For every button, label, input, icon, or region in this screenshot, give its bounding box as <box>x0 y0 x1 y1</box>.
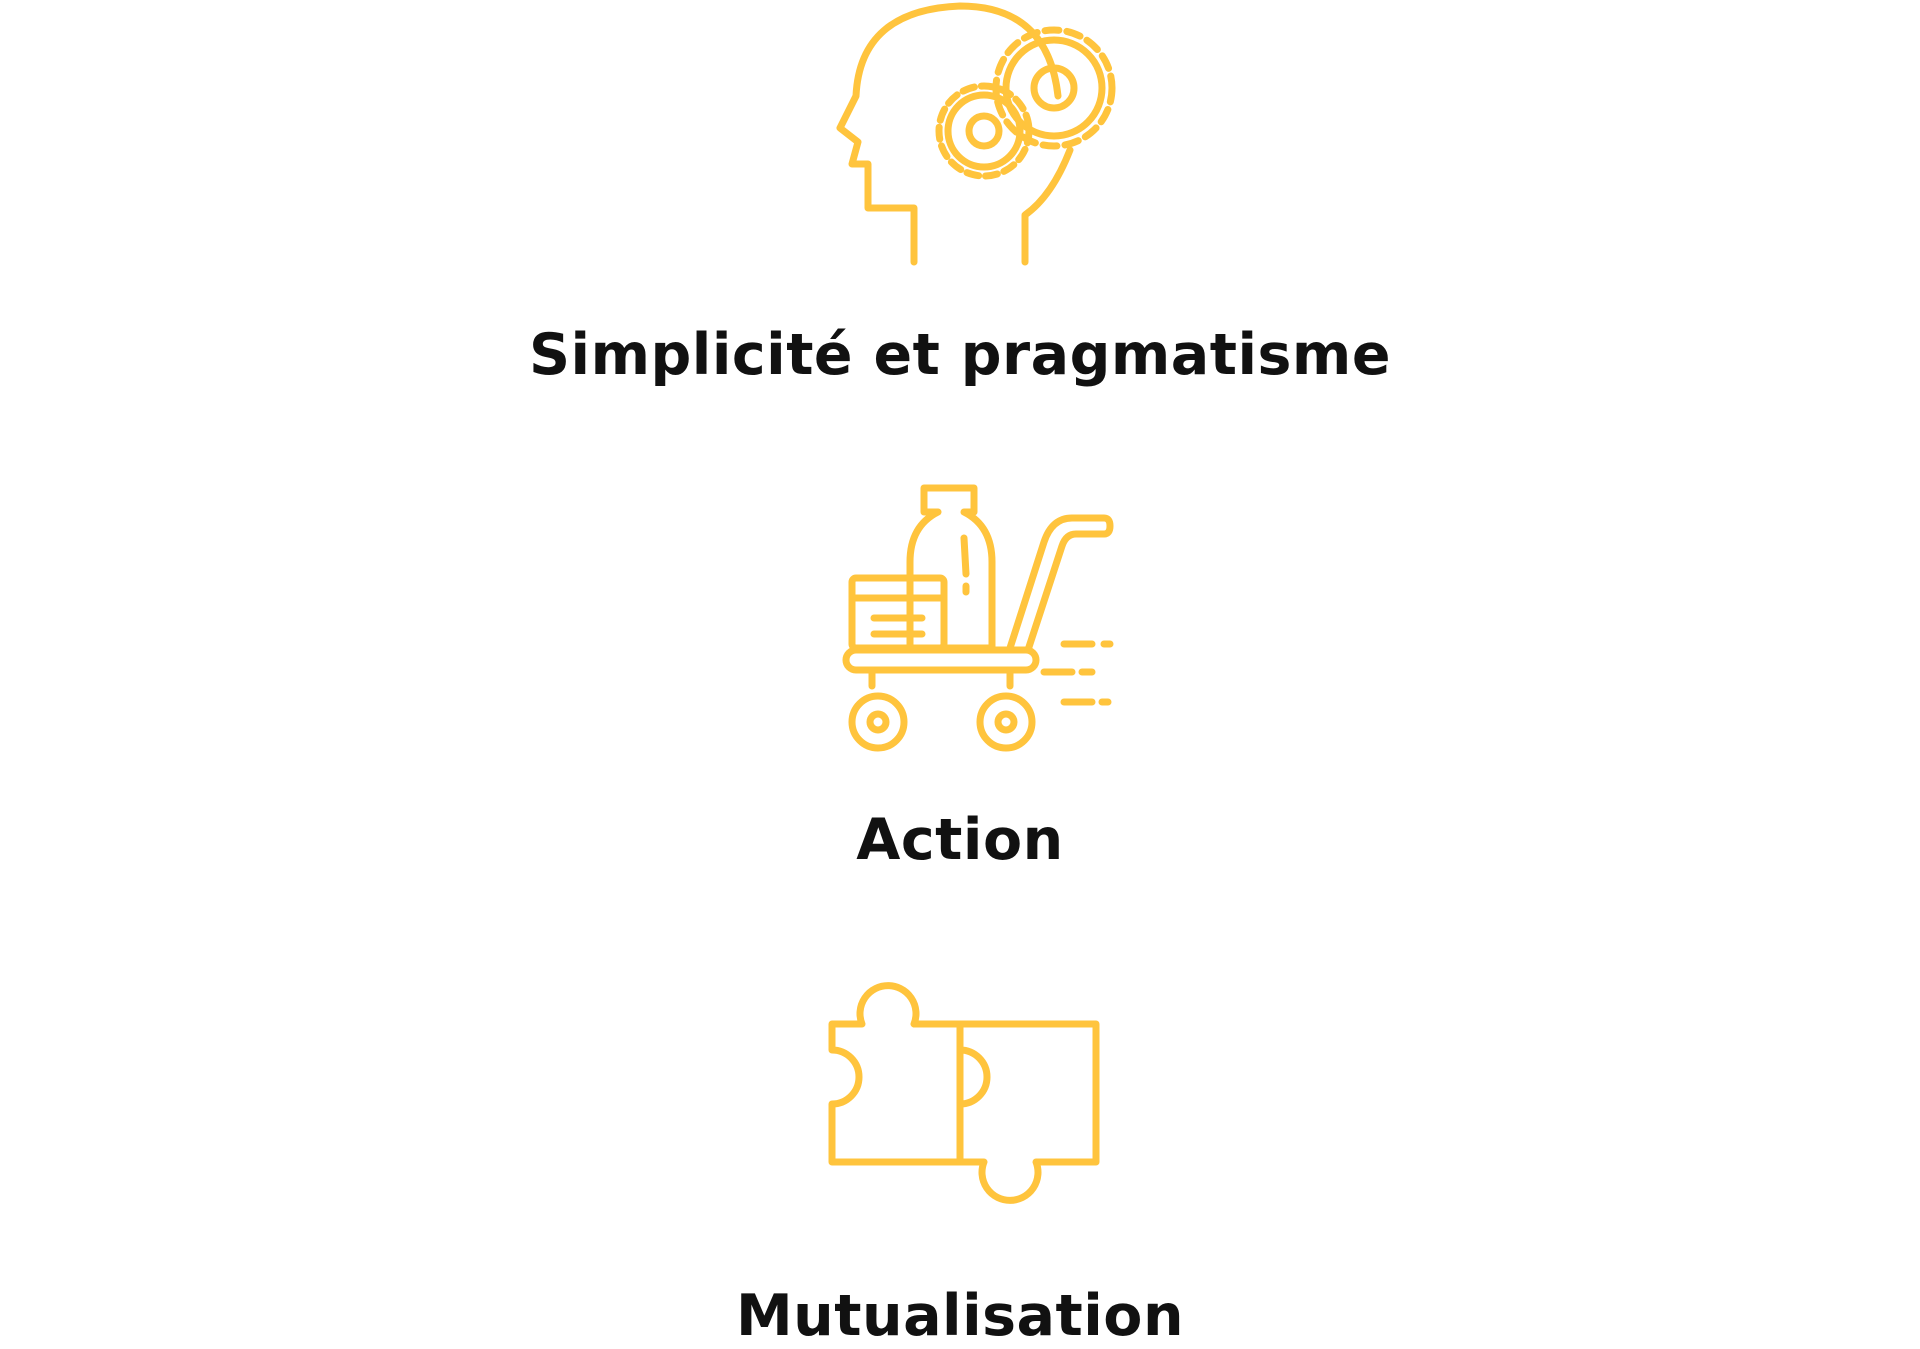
head-gears-icon <box>820 0 1140 280</box>
trolley-icon <box>842 482 1132 757</box>
value-label: Mutualisation <box>735 1283 1185 1349</box>
value-label: Simplicité et pragmatisme <box>529 322 1391 388</box>
puzzle-icon <box>826 962 1116 1232</box>
value-label: Action <box>856 807 1064 873</box>
